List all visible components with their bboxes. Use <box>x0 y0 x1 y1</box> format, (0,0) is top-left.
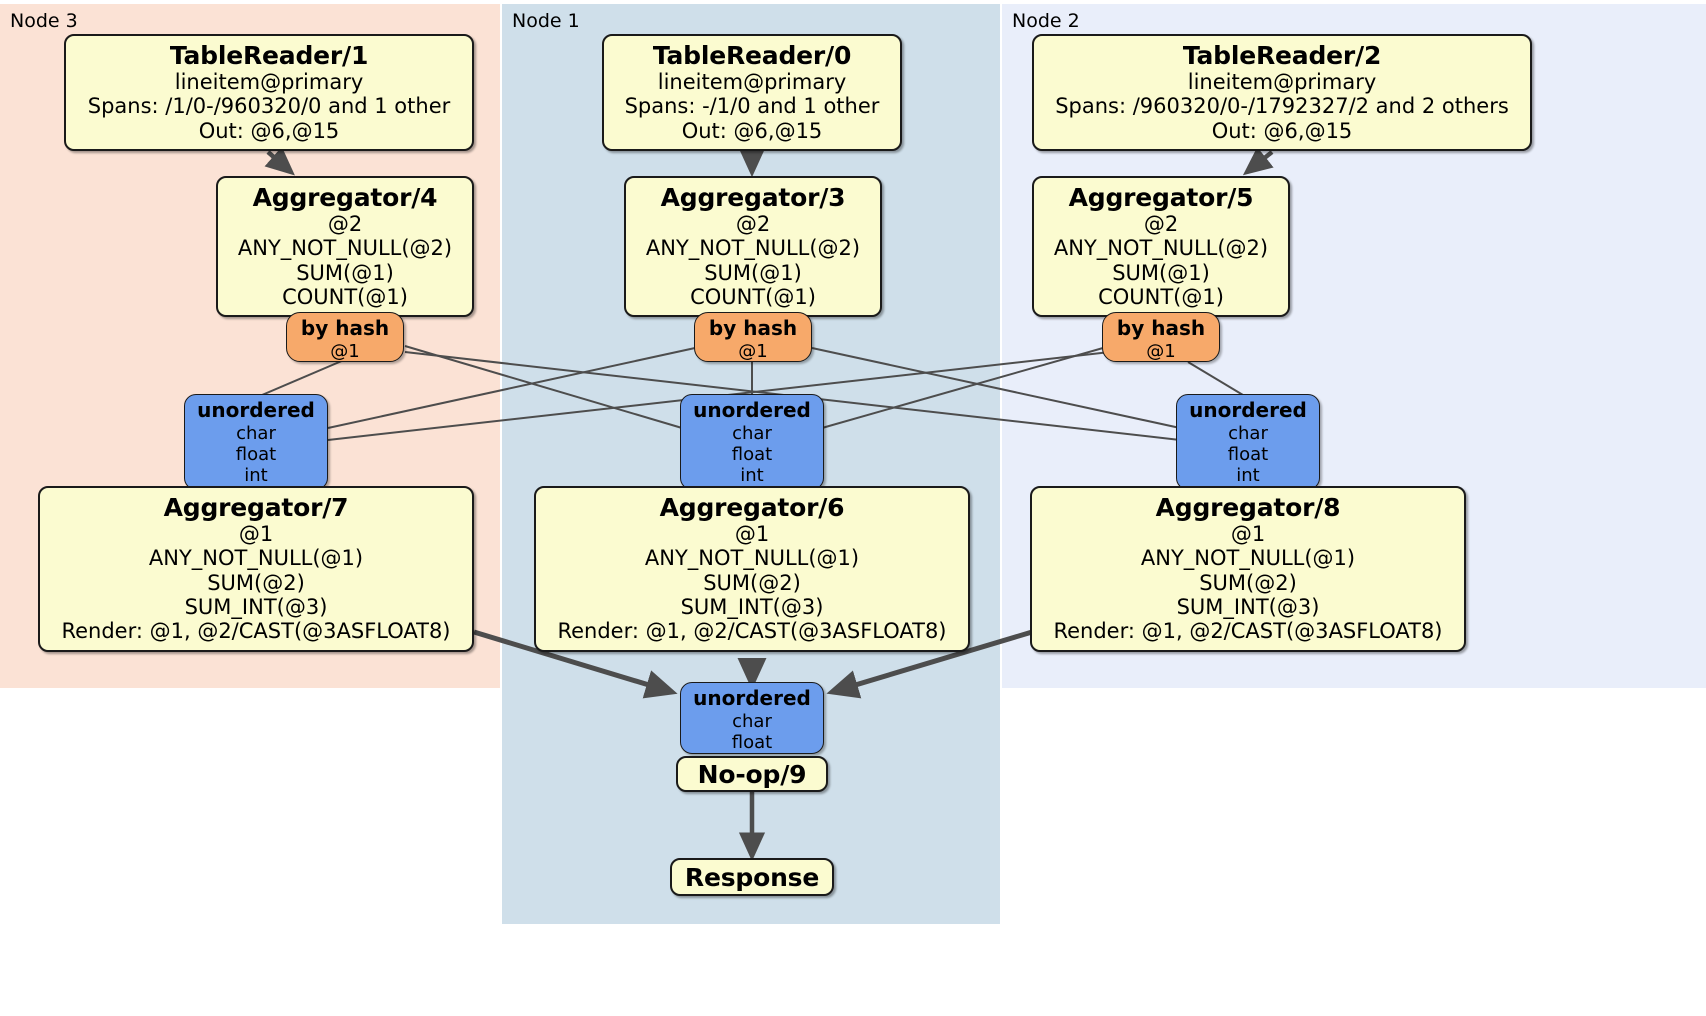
aggregator-7-agg1: ANY_NOT_NULL(@1) <box>148 546 364 571</box>
tablereader-2-spans: Spans: /960320/0-/1792327/2 and 2 others <box>1055 94 1509 119</box>
aggregator-7-render: Render: @1, @2/CAST(@3ASFLOAT8) <box>61 619 451 644</box>
tablereader-1-out: Out: @6,@15 <box>198 118 340 143</box>
aggregator-8-title: Aggregator/8 <box>1155 493 1341 522</box>
processor-noop-9[interactable]: No-op/9 <box>676 756 828 792</box>
aggregator-5-agg1: ANY_NOT_NULL(@2) <box>1053 236 1269 261</box>
router-unordered-node1-type-0: char <box>732 422 772 444</box>
tablereader-1-table: lineitem@primary <box>174 70 364 94</box>
aggregator-4-title: Aggregator/4 <box>252 183 438 212</box>
aggregator-4-agg3: COUNT(@1) <box>282 285 408 310</box>
tablereader-1-spans: Spans: /1/0-/960320/0 and 1 other <box>87 94 451 119</box>
router-unordered-node2-type-1: float <box>1227 443 1269 465</box>
processor-aggregator-6[interactable]: Aggregator/6 @1 ANY_NOT_NULL(@1) SUM(@2)… <box>534 486 970 652</box>
tablereader-1-title: TableReader/1 <box>169 41 369 70</box>
aggregator-7-agg3: SUM_INT(@3) <box>184 595 328 620</box>
aggregator-4-group: @2 <box>327 212 363 236</box>
aggregator-6-title: Aggregator/6 <box>659 493 845 522</box>
router-unordered-node2[interactable]: unordered char float int <box>1176 394 1320 490</box>
router-unordered-node1-type-2: int <box>740 465 764 487</box>
router-unordered-node3-title: unordered <box>197 398 315 422</box>
router-unordered-node1-type-1: float <box>731 443 773 465</box>
router-unordered-node3-type-2: int <box>244 465 268 487</box>
router-by-hash-node1-title: by hash <box>708 316 798 340</box>
aggregator-5-title: Aggregator/5 <box>1068 183 1254 212</box>
processor-aggregator-4[interactable]: Aggregator/4 @2 ANY_NOT_NULL(@2) SUM(@1)… <box>216 176 474 318</box>
aggregator-6-agg2: SUM(@2) <box>703 570 801 595</box>
tablereader-2-out: Out: @6,@15 <box>1211 118 1353 143</box>
router-by-hash-node3-column: @1 <box>330 340 360 362</box>
response-title: Response <box>684 862 820 892</box>
router-by-hash-node1-column: @1 <box>738 340 768 362</box>
router-unordered-node2-type-2: int <box>1236 465 1260 487</box>
aggregator-4-agg2: SUM(@1) <box>296 260 394 285</box>
router-by-hash-node1[interactable]: by hash @1 <box>694 312 812 362</box>
router-by-hash-node3[interactable]: by hash @1 <box>286 312 404 362</box>
aggregator-5-agg2: SUM(@1) <box>1112 260 1210 285</box>
router-unordered-final-title: unordered <box>693 686 811 710</box>
aggregator-6-agg1: ANY_NOT_NULL(@1) <box>644 546 860 571</box>
tablereader-2-table: lineitem@primary <box>1187 70 1377 94</box>
aggregator-8-agg2: SUM(@2) <box>1199 570 1297 595</box>
aggregator-3-agg3: COUNT(@1) <box>690 285 816 310</box>
aggregator-7-group: @1 <box>238 522 274 546</box>
cluster-node2-label: Node 2 <box>1012 10 1080 32</box>
aggregator-5-group: @2 <box>1143 212 1179 236</box>
router-unordered-node1[interactable]: unordered char float int <box>680 394 824 490</box>
router-unordered-node3[interactable]: unordered char float int <box>184 394 328 490</box>
tablereader-0-out: Out: @6,@15 <box>681 118 823 143</box>
tablereader-0-title: TableReader/0 <box>652 41 852 70</box>
processor-aggregator-8[interactable]: Aggregator/8 @1 ANY_NOT_NULL(@1) SUM(@2)… <box>1030 486 1466 652</box>
aggregator-8-agg3: SUM_INT(@3) <box>1176 595 1320 620</box>
aggregator-6-group: @1 <box>734 522 770 546</box>
processor-aggregator-7[interactable]: Aggregator/7 @1 ANY_NOT_NULL(@1) SUM(@2)… <box>38 486 474 652</box>
router-by-hash-node2-title: by hash <box>1116 316 1206 340</box>
router-unordered-final-type-0: char <box>732 710 772 732</box>
processor-tablereader-2[interactable]: TableReader/2 lineitem@primary Spans: /9… <box>1032 34 1532 152</box>
router-by-hash-node2[interactable]: by hash @1 <box>1102 312 1220 362</box>
aggregator-7-title: Aggregator/7 <box>163 493 349 522</box>
aggregator-8-agg1: ANY_NOT_NULL(@1) <box>1140 546 1356 571</box>
router-unordered-node2-title: unordered <box>1189 398 1307 422</box>
router-by-hash-node2-column: @1 <box>1146 340 1176 362</box>
aggregator-6-agg3: SUM_INT(@3) <box>680 595 824 620</box>
router-unordered-node3-type-1: float <box>235 443 277 465</box>
processor-tablereader-0[interactable]: TableReader/0 lineitem@primary Spans: -/… <box>602 34 902 152</box>
aggregator-7-agg2: SUM(@2) <box>207 570 305 595</box>
aggregator-5-agg3: COUNT(@1) <box>1098 285 1224 310</box>
aggregator-6-render: Render: @1, @2/CAST(@3ASFLOAT8) <box>557 619 947 644</box>
router-unordered-final-type-1: float <box>731 731 773 753</box>
router-by-hash-node3-title: by hash <box>300 316 390 340</box>
router-unordered-final[interactable]: unordered char float <box>680 682 824 754</box>
processor-tablereader-1[interactable]: TableReader/1 lineitem@primary Spans: /1… <box>64 34 474 152</box>
aggregator-3-group: @2 <box>735 212 771 236</box>
router-unordered-node2-type-0: char <box>1228 422 1268 444</box>
aggregator-8-render: Render: @1, @2/CAST(@3ASFLOAT8) <box>1053 619 1443 644</box>
cluster-node1-label: Node 1 <box>512 10 580 32</box>
processor-aggregator-5[interactable]: Aggregator/5 @2 ANY_NOT_NULL(@2) SUM(@1)… <box>1032 176 1290 318</box>
noop-9-title: No-op/9 <box>697 759 807 789</box>
aggregator-4-agg1: ANY_NOT_NULL(@2) <box>237 236 453 261</box>
tablereader-0-table: lineitem@primary <box>657 70 847 94</box>
tablereader-0-spans: Spans: -/1/0 and 1 other <box>624 94 880 119</box>
aggregator-8-group: @1 <box>1230 522 1266 546</box>
processor-response[interactable]: Response <box>670 858 834 896</box>
tablereader-2-title: TableReader/2 <box>1182 41 1382 70</box>
cluster-node3-label: Node 3 <box>10 10 78 32</box>
router-unordered-node3-type-0: char <box>236 422 276 444</box>
processor-aggregator-3[interactable]: Aggregator/3 @2 ANY_NOT_NULL(@2) SUM(@1)… <box>624 176 882 318</box>
aggregator-3-agg1: ANY_NOT_NULL(@2) <box>645 236 861 261</box>
aggregator-3-title: Aggregator/3 <box>660 183 846 212</box>
aggregator-3-agg2: SUM(@1) <box>704 260 802 285</box>
router-unordered-node1-title: unordered <box>693 398 811 422</box>
